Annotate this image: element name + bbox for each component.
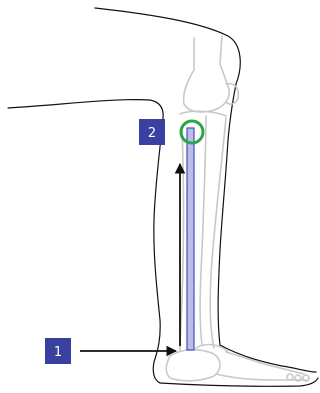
metatarsals bbox=[226, 352, 304, 374]
marker-2: 2 bbox=[139, 119, 165, 145]
foot-top-outline bbox=[220, 345, 316, 372]
leg-outline bbox=[8, 8, 318, 386]
marker-2-label: 2 bbox=[148, 126, 156, 141]
highlighted-bone-bar bbox=[187, 128, 194, 350]
marker-1-label: 1 bbox=[54, 345, 62, 360]
femur bbox=[184, 36, 230, 112]
marker-1: 1 bbox=[45, 338, 71, 364]
tibia bbox=[200, 116, 206, 345]
calf-outline bbox=[153, 118, 163, 383]
thigh-outline bbox=[95, 8, 240, 140]
back-of-thigh-outline bbox=[8, 100, 163, 118]
tibia-plateau bbox=[180, 111, 226, 116]
calcaneus bbox=[166, 350, 220, 381]
shin-outline bbox=[218, 140, 228, 345]
toe-joint-1 bbox=[287, 374, 293, 380]
